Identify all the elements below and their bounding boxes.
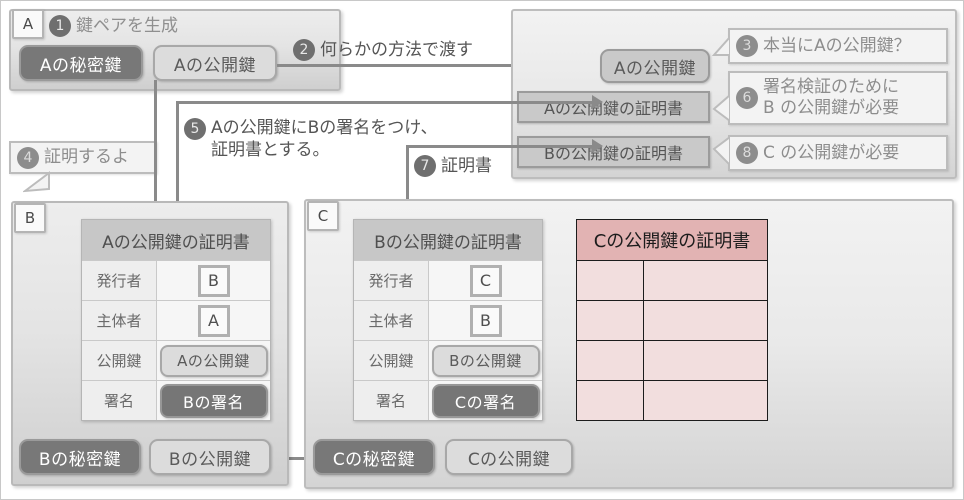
cert-b-issued-row-subject-value: A xyxy=(157,301,270,340)
cert-b-issued-row-signature-value: Bの署名 xyxy=(157,381,270,420)
cert-c-issued-row-subject: 主体者 B xyxy=(354,300,542,340)
cert-b-issued-row-pubkey: 公開鍵 Aの公開鍵 xyxy=(82,340,270,380)
cert-c-issued-row-subject-value: B xyxy=(429,301,542,340)
cert-c-template-row-key xyxy=(577,341,644,380)
panel-b-actor-tag: B xyxy=(14,203,46,233)
cert-b-issued-row-signature: 署名 Bの署名 xyxy=(82,380,270,420)
step-1-badge: 1 xyxy=(49,15,71,37)
cert-b-issued-row-pubkey-key: 公開鍵 xyxy=(82,341,157,380)
step-7-badge: 7 xyxy=(414,155,436,177)
cert-c-issued-row-pubkey-key: 公開鍵 xyxy=(354,341,429,380)
cert-c-issued-row-signature: 署名 Cの署名 xyxy=(354,380,542,420)
connector-bcert-right-seg xyxy=(176,101,594,104)
cert-c-issued-row-issuer: 発行者 C xyxy=(354,260,542,300)
cert-c-template-row-value xyxy=(644,341,767,380)
letter-badge: A xyxy=(197,304,230,337)
cert-b-issued-title: Aの公開鍵の証明書 xyxy=(82,220,270,260)
embedded-signature: Cの署名 xyxy=(431,383,540,418)
callout-4-pointer xyxy=(23,171,50,193)
cert-c-public-key-template: Cの公開鍵の証明書 xyxy=(576,219,768,421)
cert-c-issued-row-signature-key: 署名 xyxy=(354,381,429,420)
cert-c-template-row xyxy=(577,381,767,420)
key-a-public: Aの公開鍵 xyxy=(153,45,277,81)
cert-c-template-row xyxy=(577,301,767,341)
letter-badge: C xyxy=(469,264,502,297)
callout-8-pointer xyxy=(712,135,730,165)
cert-b-issued-row-pubkey-value: Aの公開鍵 xyxy=(157,341,270,380)
cert-c-issued-row-issuer-key: 発行者 xyxy=(354,261,429,300)
key-c-private: Cの秘密鍵 xyxy=(313,439,435,475)
key-c-public: Cの公開鍵 xyxy=(445,439,573,475)
cert-c-issued: Bの公開鍵の証明書 発行者 C 主体者 B 公開鍵 Bの公開鍵 署名 Cの署名 xyxy=(353,219,543,421)
cert-c-issued-row-pubkey-value: Bの公開鍵 xyxy=(429,341,542,380)
right-item-b-cert: Bの公開鍵の証明書 xyxy=(517,136,710,168)
step-3-badge: 3 xyxy=(736,35,758,57)
callout-4-text: 証明するよ xyxy=(44,147,129,168)
callout-8-text: C の公開鍵が必要 xyxy=(763,142,900,163)
cert-c-template-row-value xyxy=(644,381,767,420)
connector-bcert-up-seg xyxy=(176,101,179,225)
cert-c-template-row-key xyxy=(577,301,644,340)
step-7-note: 7 証明書 xyxy=(414,153,554,179)
callout-6: 6 署名検証のために B の公開鍵が必要 xyxy=(728,71,948,125)
callout-6-text: 署名検証のために B の公開鍵が必要 xyxy=(763,77,900,118)
cert-b-issued-row-subject: 主体者 A xyxy=(82,300,270,340)
step-4-badge: 4 xyxy=(17,146,39,169)
cert-c-issued-row-signature-value: Cの署名 xyxy=(429,381,542,420)
callout-4: 4 証明するよ xyxy=(9,141,157,174)
key-b-public: Bの公開鍵 xyxy=(149,439,271,475)
step-5-label: Aの公開鍵にBの署名をつけ、 証明書とする。 xyxy=(211,118,438,161)
cert-c-template-row-key xyxy=(577,261,644,300)
step-5-badge: 5 xyxy=(184,118,206,140)
cert-b-issued-row-issuer: 発行者 B xyxy=(82,260,270,300)
connector-ccert-up-seg xyxy=(406,145,409,227)
cert-c-issued-row-pubkey: 公開鍵 Bの公開鍵 xyxy=(354,340,542,380)
cert-b-issued-row-subject-key: 主体者 xyxy=(82,301,157,340)
step-6-badge: 6 xyxy=(736,87,758,109)
panel-a-heading: 1 鍵ペアを生成 xyxy=(49,14,319,38)
callout-8: 8 C の公開鍵が必要 xyxy=(728,135,948,171)
embedded-public-key: Aの公開鍵 xyxy=(159,344,268,377)
connector-apub-down-seg xyxy=(154,80,157,218)
step-2-label: 何らかの方法で渡す xyxy=(320,39,473,60)
letter-badge: B xyxy=(197,264,230,297)
right-item-a-public-key: Aの公開鍵 xyxy=(600,49,710,83)
cert-c-template-row-value xyxy=(644,301,767,340)
cert-c-issued-title: Bの公開鍵の証明書 xyxy=(354,220,542,260)
connector-bcert-right-arrowhead xyxy=(592,95,603,109)
cert-c-template-row xyxy=(577,341,767,381)
step-2-badge: 2 xyxy=(293,39,315,61)
embedded-public-key: Bの公開鍵 xyxy=(431,344,540,377)
panel-c-actor-tag: C xyxy=(307,201,339,231)
step-2-note: 2 何らかの方法で渡す xyxy=(293,37,523,63)
callout-3-pointer xyxy=(711,37,730,56)
key-b-private: Bの秘密鍵 xyxy=(19,439,141,475)
step-8-badge: 8 xyxy=(736,142,758,164)
step-7-label: 証明書 xyxy=(441,155,492,176)
cert-b-issued-row-signature-key: 署名 xyxy=(82,381,157,420)
callout-6-pointer xyxy=(712,95,730,123)
connector-a-to-right-public xyxy=(277,64,594,67)
right-item-a-cert: Aの公開鍵の証明書 xyxy=(517,91,710,123)
connector-ccert-right-arrowhead xyxy=(592,139,603,153)
panel-a-heading-label: 鍵ペアを生成 xyxy=(76,15,178,36)
callout-3: 3 本当にAの公開鍵？ xyxy=(728,28,948,64)
connector-ccert-right-seg xyxy=(406,145,594,148)
cert-b-issued-row-issuer-key: 発行者 xyxy=(82,261,157,300)
cert-c-public-key-template-title: Cの公開鍵の証明書 xyxy=(577,220,767,261)
cert-c-issued-row-subject-key: 主体者 xyxy=(354,301,429,340)
letter-badge: B xyxy=(469,304,502,337)
callout-3-text: 本当にAの公開鍵？ xyxy=(763,35,911,56)
cert-b-issued-row-issuer-value: B xyxy=(157,261,270,300)
embedded-signature: Bの署名 xyxy=(159,383,268,418)
cert-c-issued-row-issuer-value: C xyxy=(429,261,542,300)
step-5-note: 5 Aの公開鍵にBの署名をつけ、 証明書とする。 xyxy=(184,117,514,169)
cert-b-issued: Aの公開鍵の証明書 発行者 B 主体者 A 公開鍵 Aの公開鍵 署名 Bの署名 xyxy=(81,219,271,421)
cert-c-template-row-key xyxy=(577,381,644,420)
cert-c-template-row-value xyxy=(644,261,767,300)
panel-a-actor-tag: A xyxy=(12,9,44,39)
key-a-private: Aの秘密鍵 xyxy=(19,45,143,81)
cert-c-template-row xyxy=(577,261,767,301)
